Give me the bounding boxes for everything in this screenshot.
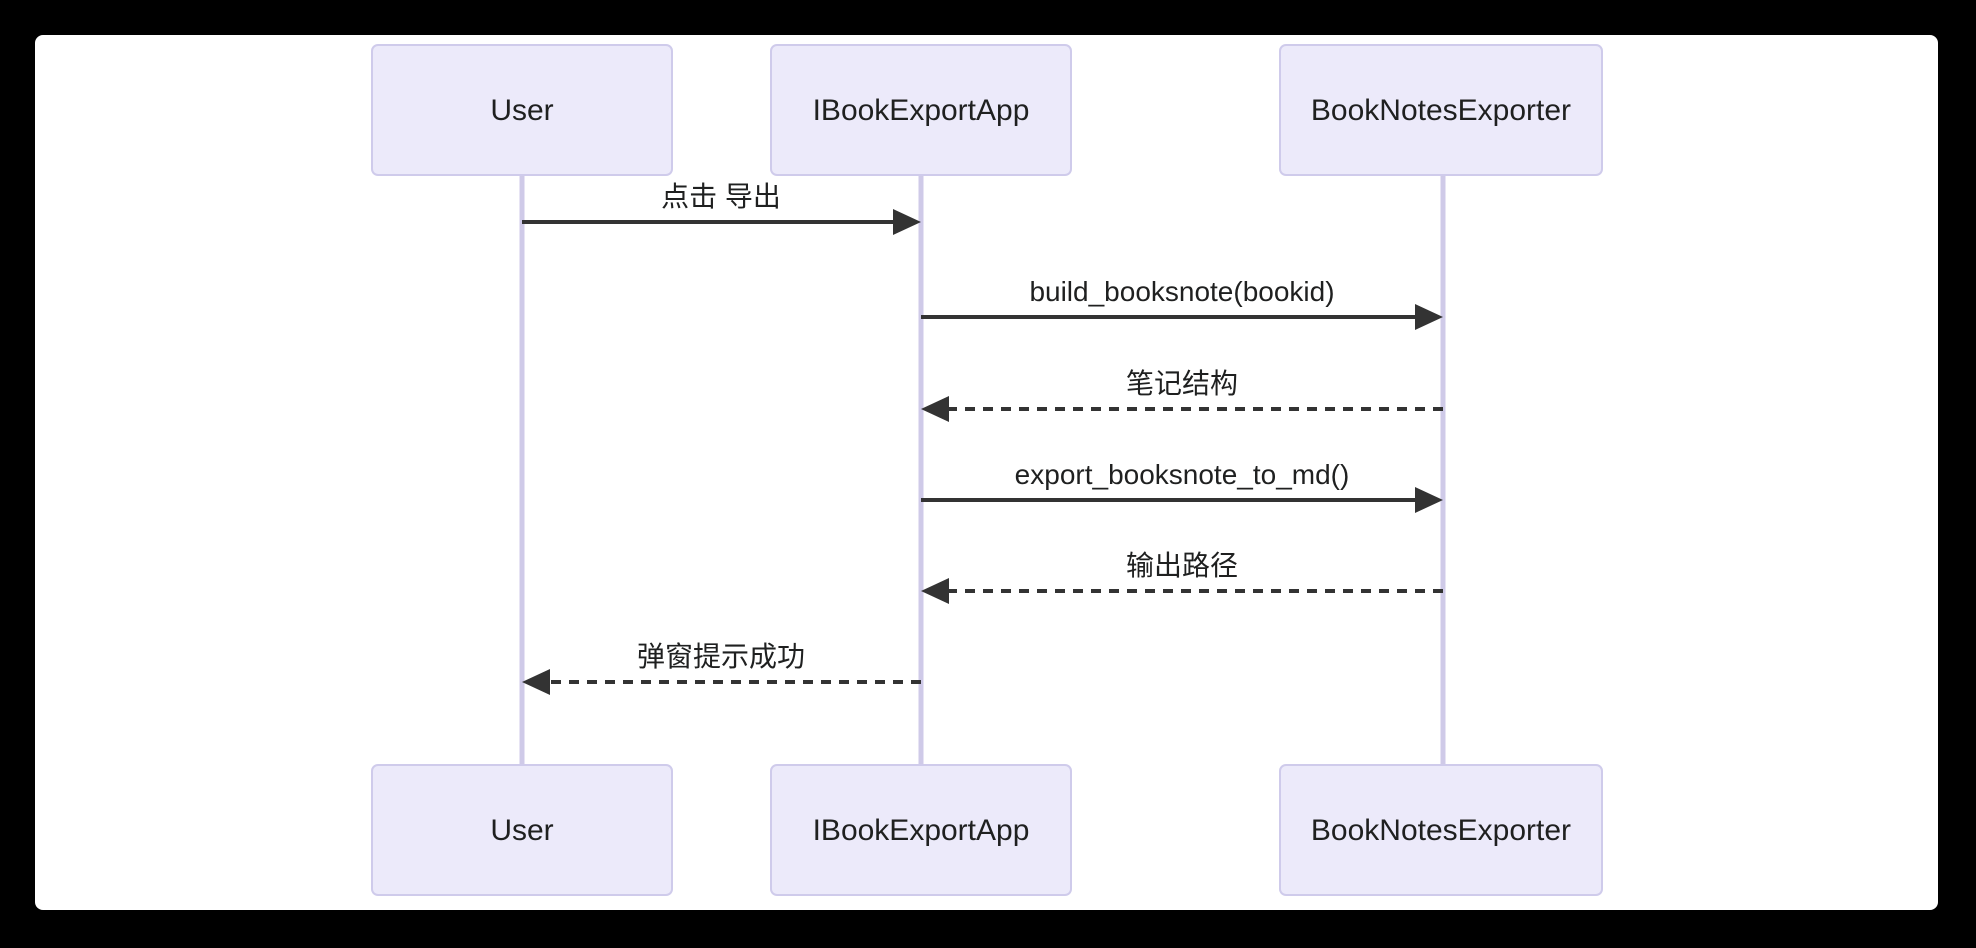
arrow-head-left-icon (522, 669, 550, 695)
diagram-svg: User IBookExportApp BookNotesExporter 点击… (371, 44, 1603, 896)
participant-box-rect (1279, 764, 1603, 896)
participant-box-rect (371, 764, 673, 896)
message-label-6: 弹窗提示成功 (637, 641, 805, 672)
message-label-3: 笔记结构 (1126, 368, 1238, 399)
message-1[interactable]: 点击 导出 (522, 181, 921, 235)
message-label-4: export_booksnote_to_md() (1015, 459, 1350, 490)
participant-box-user-top[interactable]: User (371, 44, 673, 176)
message-6[interactable]: 弹窗提示成功 (522, 641, 921, 695)
participant-label-booknotesexporter-bottom: BookNotesExporter (1311, 814, 1571, 847)
participant-box-booknotesexporter-top[interactable]: BookNotesExporter (1279, 44, 1603, 176)
arrow-head-right-icon (1415, 304, 1443, 330)
arrow-head-left-icon (921, 578, 949, 604)
message-label-1: 点击 导出 (661, 181, 781, 212)
participant-label-user-top: User (490, 94, 553, 127)
messages: 点击 导出 build_booksnote(bookid) 笔记结构 (522, 181, 1443, 695)
participant-label-ibookexportapp-bottom: IBookExportApp (813, 814, 1030, 847)
participant-boxes-top: User IBookExportApp BookNotesExporter (371, 44, 1603, 176)
participant-box-booknotesexporter-bottom[interactable]: BookNotesExporter (1279, 764, 1603, 896)
message-label-2: build_booksnote(bookid) (1029, 276, 1334, 307)
message-2[interactable]: build_booksnote(bookid) (921, 276, 1443, 330)
arrow-head-right-icon (893, 209, 921, 235)
participant-label-booknotesexporter-top: BookNotesExporter (1311, 94, 1571, 127)
message-4[interactable]: export_booksnote_to_md() (921, 459, 1443, 513)
participant-box-rect (770, 44, 1072, 176)
message-5[interactable]: 输出路径 (921, 550, 1443, 604)
lifelines (519, 145, 1446, 765)
participant-label-user-bottom: User (490, 814, 553, 847)
diagram-canvas: User IBookExportApp BookNotesExporter 点击… (35, 35, 1938, 910)
participant-box-rect (1279, 44, 1603, 176)
arrow-head-left-icon (921, 396, 949, 422)
participant-boxes-bottom: User IBookExportApp BookNotesExporter (371, 764, 1603, 896)
message-label-5: 输出路径 (1126, 550, 1238, 581)
participant-box-user-bottom[interactable]: User (371, 764, 673, 896)
participant-box-ibookexportapp-bottom[interactable]: IBookExportApp (770, 764, 1072, 896)
participant-label-ibookexportapp-top: IBookExportApp (813, 94, 1030, 127)
participant-box-rect (371, 44, 673, 176)
arrow-head-right-icon (1415, 487, 1443, 513)
message-3[interactable]: 笔记结构 (921, 368, 1443, 422)
participant-box-rect (770, 764, 1072, 896)
participant-box-ibookexportapp-top[interactable]: IBookExportApp (770, 44, 1072, 176)
